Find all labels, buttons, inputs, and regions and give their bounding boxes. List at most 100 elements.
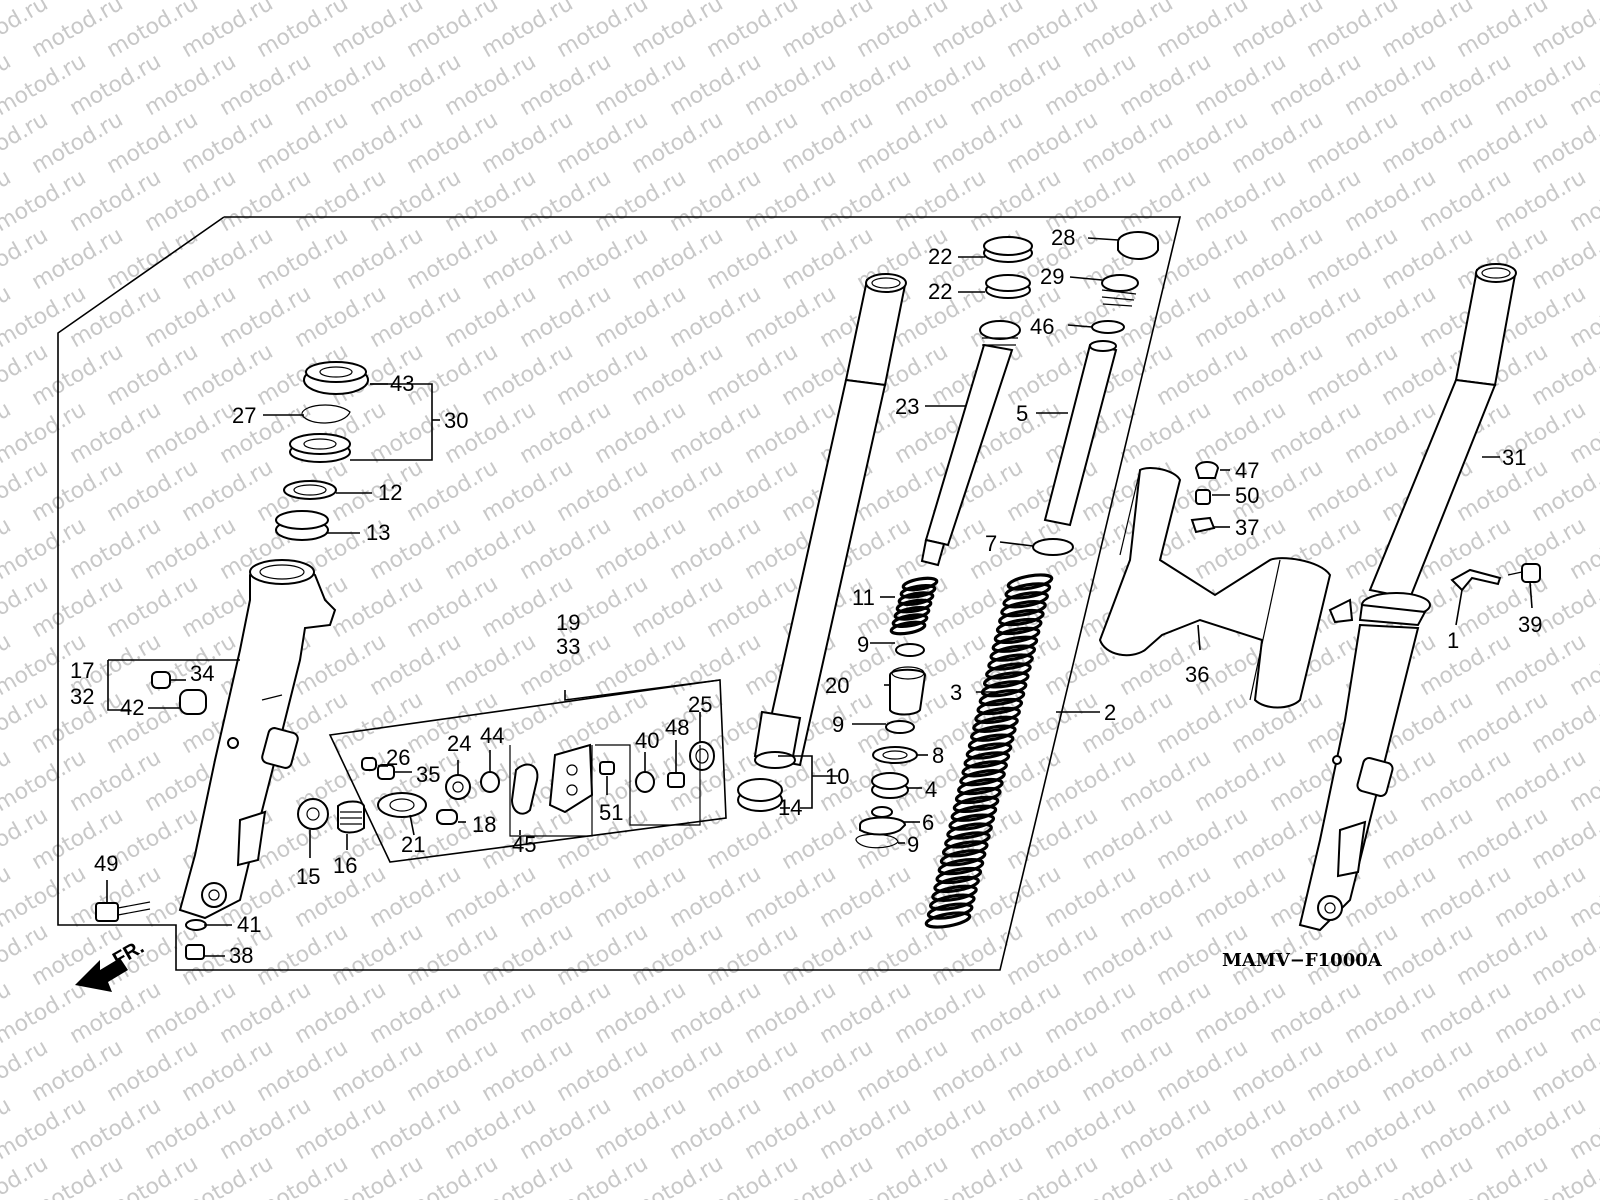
callout-47: 47 bbox=[1235, 458, 1259, 483]
spring-coil bbox=[935, 866, 983, 885]
callout-33: 33 bbox=[556, 634, 580, 659]
spring-coil bbox=[899, 583, 937, 599]
spring-coil bbox=[893, 605, 931, 621]
callout-14: 14 bbox=[778, 795, 802, 820]
piston-parts bbox=[855, 643, 927, 849]
callout-6: 6 bbox=[922, 810, 934, 835]
callout-44: 44 bbox=[480, 723, 504, 748]
collar-34 bbox=[151, 671, 171, 689]
callout-13: 13 bbox=[366, 520, 390, 545]
callout-41: 41 bbox=[237, 912, 261, 937]
damper-rod-assy bbox=[920, 236, 1033, 567]
callout-1: 1 bbox=[1447, 628, 1459, 653]
spring-coil bbox=[959, 769, 1006, 787]
spring-coil bbox=[1004, 582, 1052, 600]
spring-coil bbox=[929, 893, 976, 911]
callout-39: 39 bbox=[1518, 612, 1542, 637]
spring-coil bbox=[926, 902, 974, 920]
fork-guard bbox=[1098, 467, 1332, 709]
kit-subframe bbox=[328, 679, 727, 863]
guard-fasteners bbox=[1190, 461, 1220, 534]
callout-16: 16 bbox=[333, 853, 357, 878]
callout-28: 28 bbox=[1051, 225, 1075, 250]
callout-11: 11 bbox=[852, 585, 875, 610]
callout-22b: 22 bbox=[928, 279, 952, 304]
callout-3: 3 bbox=[950, 680, 962, 705]
spring-coil bbox=[895, 598, 933, 614]
callout-36: 36 bbox=[1185, 662, 1209, 687]
callout-45: 45 bbox=[512, 832, 536, 857]
spring-coil bbox=[941, 840, 989, 858]
brake-hose-clip bbox=[1450, 568, 1502, 592]
callout-2: 2 bbox=[1104, 700, 1116, 725]
callout-50: 50 bbox=[1235, 483, 1259, 508]
spring-coil bbox=[978, 688, 1026, 707]
callout-20: 20 bbox=[825, 673, 849, 698]
damper-kit-parts bbox=[297, 741, 715, 837]
spring-coil bbox=[952, 795, 1000, 814]
fork-outer-tube bbox=[737, 273, 907, 812]
callout-24: 24 bbox=[447, 731, 471, 756]
oil-seal-stack bbox=[275, 361, 369, 541]
callout-30: 30 bbox=[444, 408, 468, 433]
spring-coil bbox=[957, 777, 1004, 796]
callout-7: 7 bbox=[985, 531, 997, 556]
callout-31: 31 bbox=[1502, 445, 1526, 470]
callout-22a: 22 bbox=[928, 244, 952, 269]
callout-38: 38 bbox=[229, 943, 253, 968]
spring-coil bbox=[931, 884, 978, 902]
fork-cap-assy bbox=[1043, 231, 1159, 527]
washer-7 bbox=[1032, 538, 1074, 556]
assembly-frame bbox=[57, 216, 1182, 971]
callout-4: 4 bbox=[925, 777, 937, 802]
spring-coil bbox=[891, 613, 929, 629]
spring-coil bbox=[991, 635, 1039, 653]
callout-12: 12 bbox=[378, 480, 402, 505]
left-fork-slider bbox=[178, 559, 337, 920]
spring-coil bbox=[948, 813, 996, 831]
callout-9c: 9 bbox=[907, 832, 919, 857]
callout-25: 25 bbox=[688, 692, 712, 717]
spring-coil bbox=[995, 617, 1043, 636]
spring-coil bbox=[961, 760, 1008, 778]
callout-5: 5 bbox=[1016, 401, 1028, 426]
callout-35: 35 bbox=[416, 762, 440, 787]
callout-8: 8 bbox=[932, 743, 944, 768]
callout-42: 42 bbox=[120, 695, 144, 720]
spring-coil bbox=[1002, 591, 1049, 609]
callout-46: 46 bbox=[1030, 314, 1054, 339]
callout-29: 29 bbox=[1040, 264, 1064, 289]
spring-coil bbox=[946, 822, 993, 840]
callout-21: 21 bbox=[401, 832, 425, 857]
callout-43: 43 bbox=[390, 371, 414, 396]
spring-coil bbox=[976, 697, 1024, 716]
diagram-code: MAMV−F1000A bbox=[1222, 950, 1383, 971]
spring-coil bbox=[1000, 600, 1047, 618]
spring-coil bbox=[987, 653, 1034, 671]
spring-coil bbox=[998, 608, 1045, 627]
spring-coil bbox=[924, 911, 972, 929]
callout-9a: 9 bbox=[857, 632, 869, 657]
right-fork-assembly bbox=[1298, 263, 1517, 932]
spring-coil bbox=[937, 857, 985, 876]
front-arrow bbox=[75, 958, 128, 992]
callout-19: 19 bbox=[556, 610, 580, 635]
callout-labels: 1 2 3 4 5 6 7 8 9 9 9 10 11 12 13 14 15 … bbox=[70, 225, 1542, 968]
spring-coil bbox=[933, 875, 980, 894]
spring-coil bbox=[939, 849, 987, 867]
rebound-spring bbox=[889, 576, 939, 636]
spring-coil bbox=[972, 715, 1019, 733]
callout-27: 27 bbox=[232, 403, 256, 428]
spring-coil bbox=[889, 620, 927, 636]
callout-17: 17 bbox=[70, 658, 94, 683]
callout-32: 32 bbox=[70, 684, 94, 709]
spring-coil bbox=[985, 662, 1032, 680]
callout-26: 26 bbox=[386, 745, 410, 770]
callout-51: 51 bbox=[599, 800, 623, 825]
spring-coil bbox=[993, 626, 1041, 645]
callout-49: 49 bbox=[94, 851, 118, 876]
callout-48: 48 bbox=[665, 715, 689, 740]
spring-coil bbox=[965, 742, 1013, 760]
spring-coil bbox=[982, 671, 1030, 689]
